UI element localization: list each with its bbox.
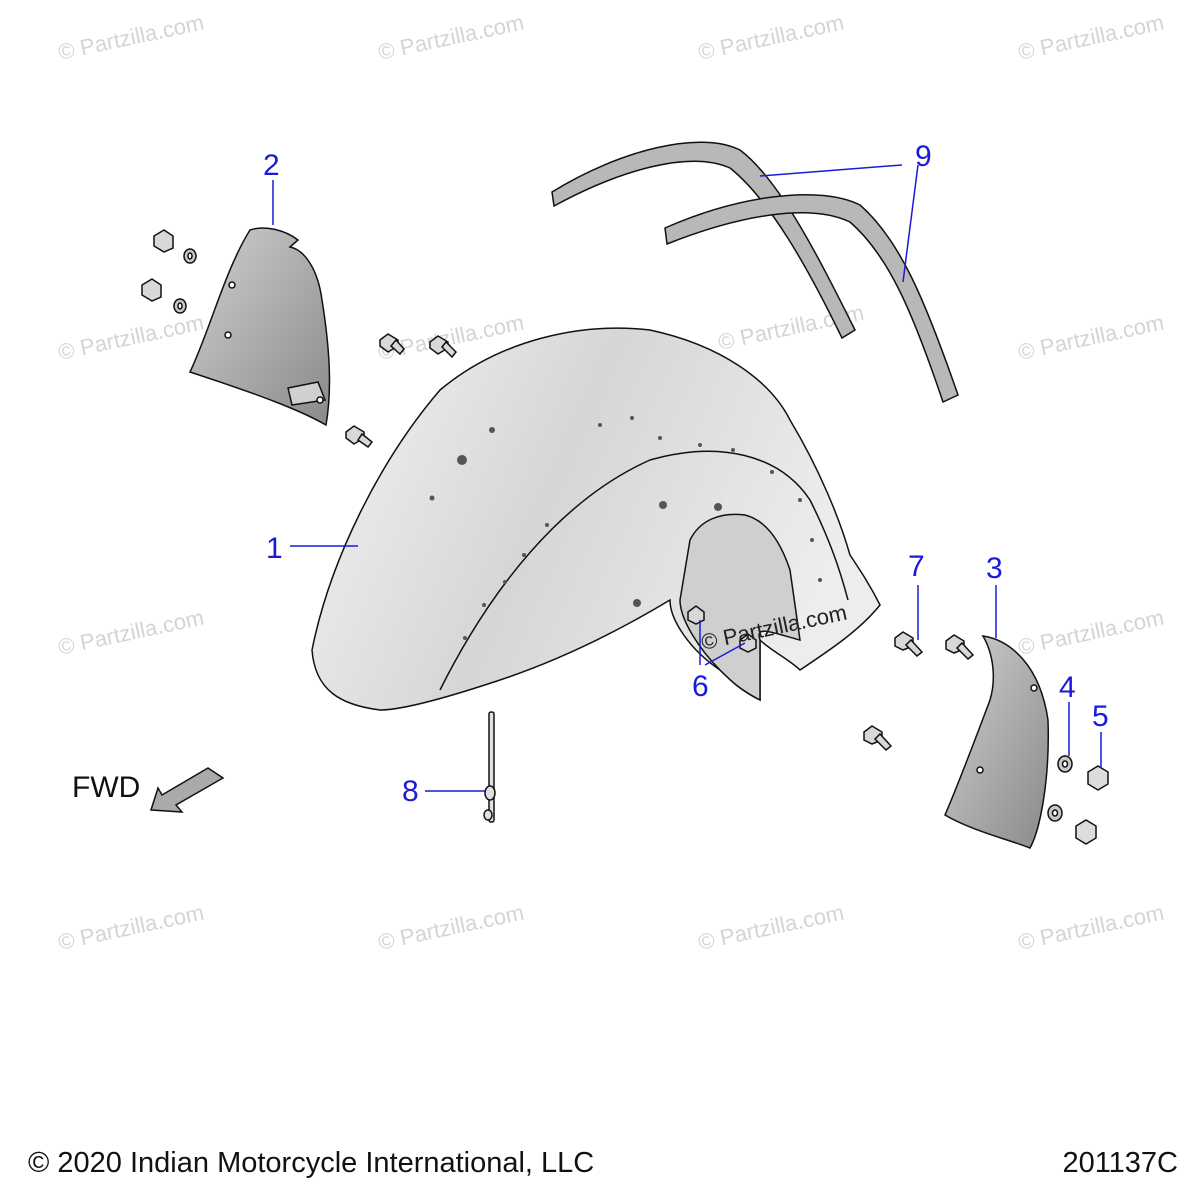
part-1-fender [311, 327, 881, 711]
callout-1[interactable]: 1 [266, 532, 283, 565]
copyright-notice: © 2020 Indian Motorcycle International, … [28, 1147, 595, 1179]
part-9-trim-strips [551, 141, 959, 404]
watermark: © Partzilla.com [1016, 10, 1166, 65]
fwd-label: FWD [72, 771, 140, 804]
callout-2[interactable]: 2 [263, 149, 280, 182]
drawing-number: 201137C [1062, 1147, 1178, 1179]
watermark: © Partzilla.com [56, 310, 206, 365]
part-3-side-cover [944, 635, 1050, 849]
callout-8[interactable]: 8 [402, 775, 419, 808]
watermark: © Partzilla.com [56, 10, 206, 65]
callout-7[interactable]: 7 [908, 550, 925, 583]
watermark: © Partzilla.com [1016, 310, 1166, 365]
watermark: © Partzilla.com [1016, 900, 1166, 955]
callout-6[interactable]: 6 [692, 670, 709, 703]
forward-arrow: FWD [72, 767, 225, 813]
watermark: © Partzilla.com [1016, 605, 1166, 660]
watermark: © Partzilla.com [376, 900, 526, 955]
part-4-washers [1047, 755, 1073, 822]
callout-4[interactable]: 4 [1059, 671, 1076, 704]
part-2-hardware [141, 229, 197, 314]
watermark: © Partzilla.com [376, 10, 526, 65]
callout-5[interactable]: 5 [1092, 700, 1109, 733]
arrow-icon [149, 767, 225, 813]
part-2-side-cover [188, 227, 331, 427]
callouts: 1 2 3 4 5 6 7 8 9 [263, 140, 1109, 808]
part-8-clip [483, 711, 496, 823]
bolts-upper [345, 333, 458, 449]
part-6-bolts [687, 605, 757, 653]
callout-9[interactable]: 9 [915, 140, 932, 173]
watermark: © Partzilla.com [696, 10, 846, 65]
watermark: © Partzilla.com [696, 900, 846, 955]
fender-holes [429, 416, 822, 640]
watermark: © Partzilla.com [56, 900, 206, 955]
watermark: © Partzilla.com [56, 605, 206, 660]
part-7-bolts [863, 631, 975, 752]
leader-lines [272, 164, 1102, 792]
callout-3[interactable]: 3 [986, 552, 1003, 585]
part-5-nuts [1075, 765, 1109, 845]
